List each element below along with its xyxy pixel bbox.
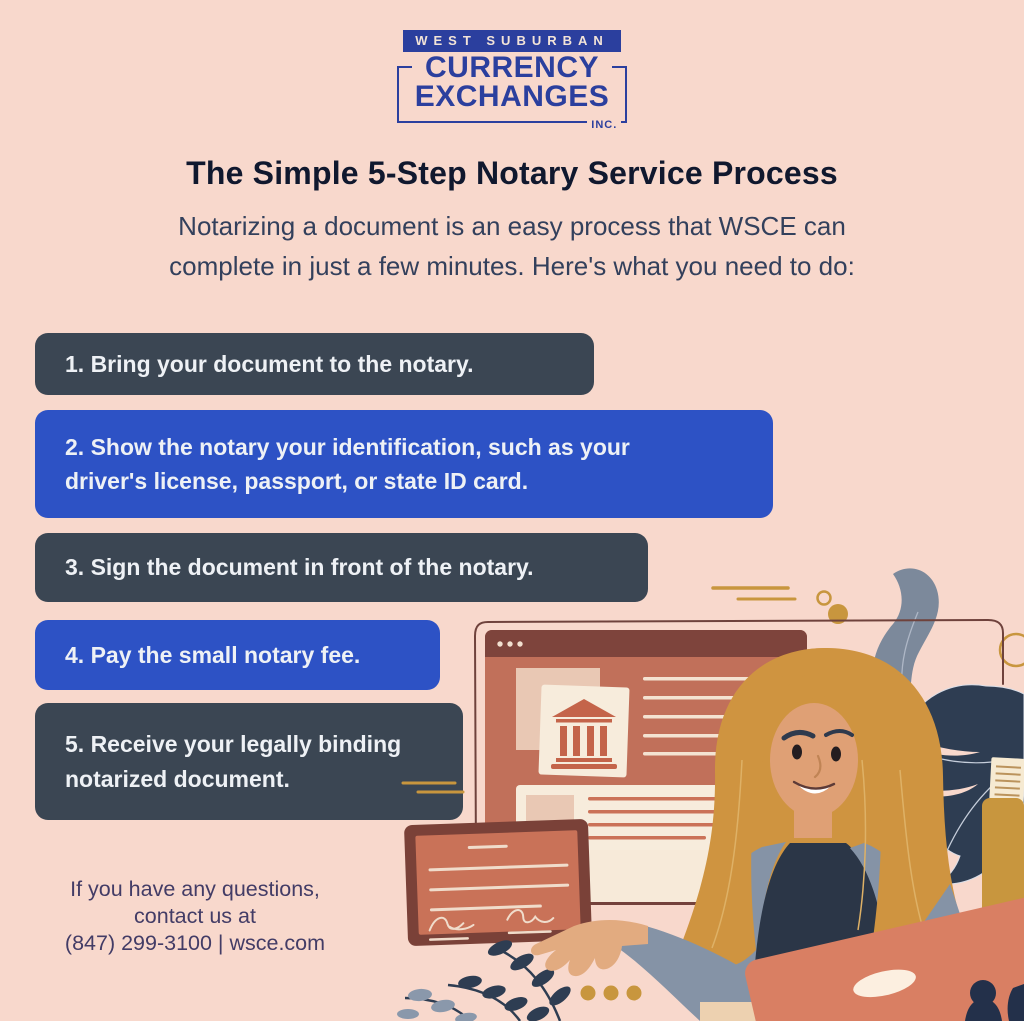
logo-wordmark: CURRENCY EXCHANGES INC. (396, 51, 628, 131)
window-panel-lines (588, 797, 738, 840)
rubber-stamp (965, 980, 1024, 1021)
step-1-box: 1. Bring your document to the notary. (35, 333, 594, 395)
notary-certificate (404, 819, 592, 946)
signature-marks (428, 909, 555, 932)
face (770, 703, 858, 817)
logo-banner: WEST SUBURBAN (403, 30, 621, 52)
company-logo: WEST SUBURBAN CURRENCY EXCHANGES INC. (0, 30, 1024, 131)
leaf-sprig (397, 940, 571, 1021)
arm-sleeve (612, 922, 790, 1021)
woman-illustration (530, 648, 972, 1021)
step-3-box: 3. Sign the document in front of the not… (35, 533, 648, 602)
step-2-box: 2. Show the notary your identification, … (35, 410, 773, 518)
logo-word-currency: CURRENCY (424, 51, 599, 84)
hand (530, 920, 648, 977)
hair-front (682, 648, 970, 969)
contact-info: If you have any questions, contact us at… (64, 877, 326, 956)
step-4-box: 4. Pay the small notary fee. (35, 620, 440, 690)
bank-icon (551, 699, 617, 769)
laptop (745, 896, 1024, 1021)
gold-decor-lines (401, 586, 797, 794)
gold-decor-circles (816, 590, 1024, 668)
logo-frame (396, 66, 628, 123)
logo-frame-tick (612, 66, 628, 68)
page-title: The Simple 5-Step Notary Service Process (186, 155, 838, 191)
logo-word-exchanges: EXCHANGES (414, 79, 610, 113)
logo-frame-tick (396, 66, 412, 68)
window-title-bar (485, 630, 807, 657)
logo-inc-label: INC. (587, 119, 622, 131)
folder-with-paper (982, 757, 1024, 926)
gold-dots (580, 985, 642, 1001)
sketch-outline (473, 618, 1004, 867)
step-5-box: 5. Receive your legally binding notarize… (35, 703, 463, 820)
intro-text: Notarizing a document is an easy process… (169, 211, 855, 281)
window-dots-icon (497, 641, 523, 647)
